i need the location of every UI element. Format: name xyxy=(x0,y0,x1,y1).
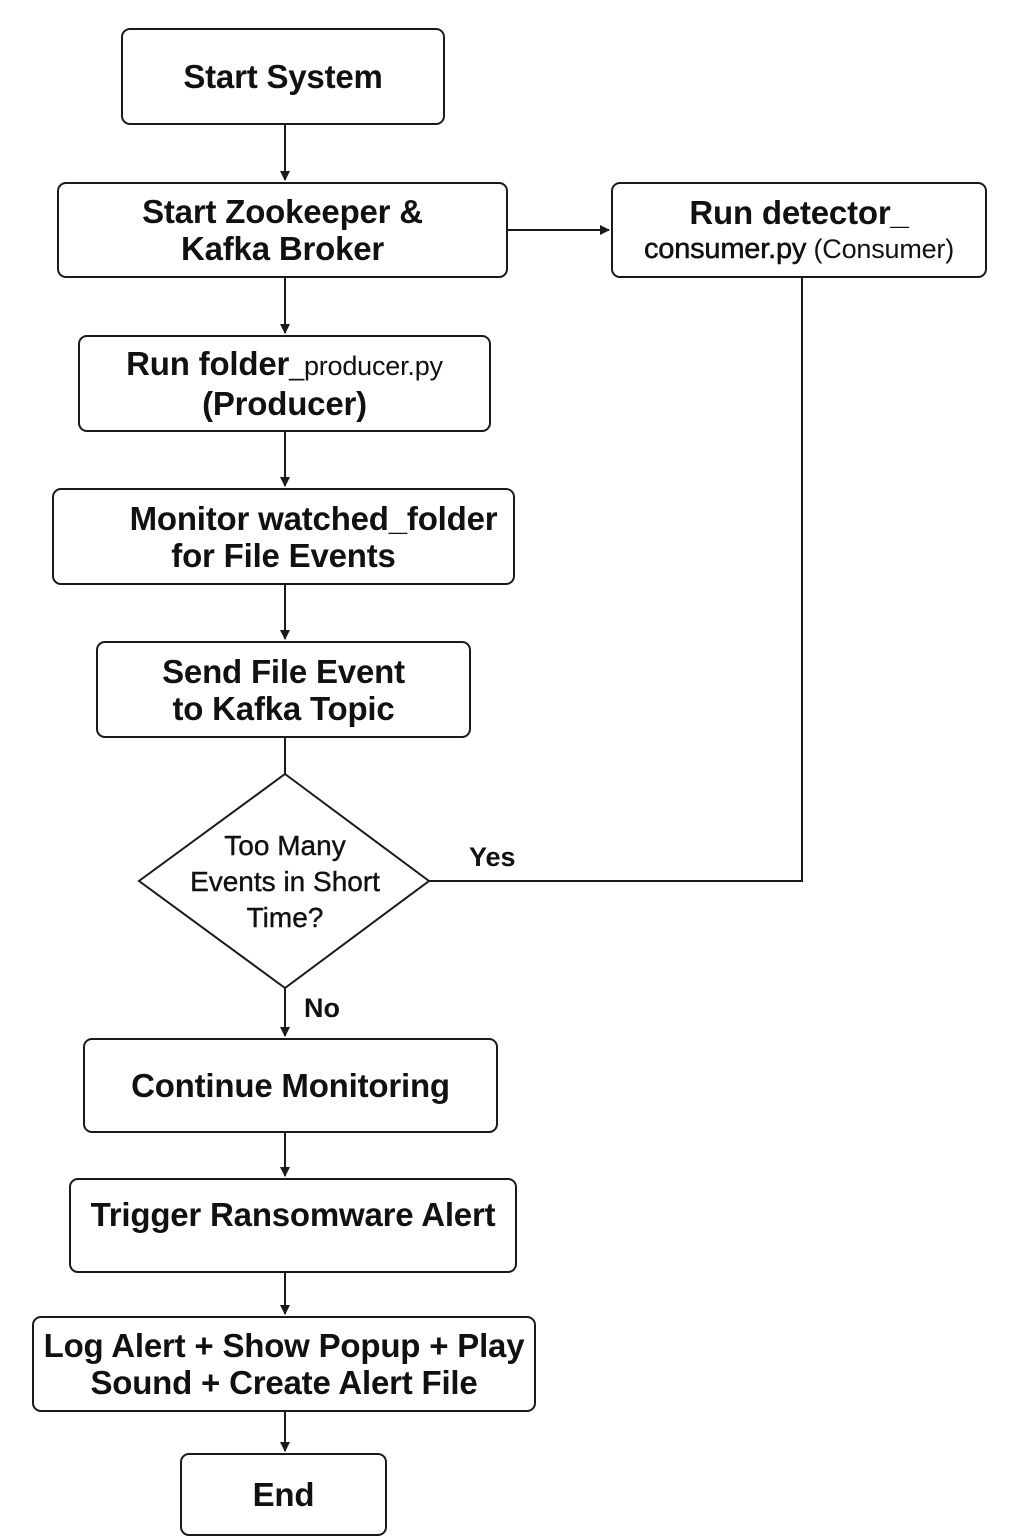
node-label: End xyxy=(252,1476,315,1513)
monitor-folder-node: Monitor watched_folder for File Events xyxy=(52,488,515,585)
run-producer-node: Run folder_producer.py (Producer) xyxy=(78,335,491,432)
send-event-node: Send File Event to Kafka Topic xyxy=(96,641,471,738)
continue-monitoring-node: Continue Monitoring xyxy=(83,1038,498,1133)
node-label-line-1-main: Run folder xyxy=(126,345,290,382)
decision-label-line-3: Time? xyxy=(246,902,324,933)
node-label-line-2: Kafka Broker xyxy=(180,230,385,267)
node-label-line-1-extra: _producer.py xyxy=(289,351,443,381)
node-label: Continue Monitoring xyxy=(131,1067,450,1104)
trigger-alert-node: Trigger Ransomware Alert xyxy=(69,1178,517,1273)
node-label-line-1: Send File Event xyxy=(162,652,405,690)
decision-label-line-2: Events in Short xyxy=(190,866,380,897)
yes-branch-label: Yes xyxy=(469,842,516,872)
decision-label-line-1: Too Many xyxy=(224,830,346,861)
no-branch-label: No xyxy=(304,993,340,1023)
node-label-line-2-main: consumer.py xyxy=(643,232,807,265)
node-label-line-2-extra: (Consumer) xyxy=(806,233,955,264)
start-system-node: Start System xyxy=(121,28,445,125)
node-label: Trigger Ransomware Alert xyxy=(90,1196,496,1233)
line-yes-to-consumer xyxy=(429,278,803,882)
node-label-line-2: (Producer) xyxy=(202,385,367,422)
node-label-line-1: Run folder_producer.py xyxy=(126,345,443,385)
node-label-line-1: Start Zookeeper & xyxy=(142,193,423,230)
node-label-line-1: Run detector_ xyxy=(689,193,909,231)
run-consumer-node: Run detector_ consumer.py (Consumer) xyxy=(611,182,987,278)
node-label-line-1: Monitor watched_folder xyxy=(129,499,498,537)
alert-actions-node: Log Alert + Show Popup + Play Sound + Cr… xyxy=(32,1316,536,1412)
node-label-line-2: consumer.py (Consumer) xyxy=(643,231,955,267)
node-label-line-2: for File Events xyxy=(171,536,396,574)
node-label-line-2: Sound + Create Alert File xyxy=(90,1364,478,1401)
node-label-line-2: to Kafka Topic xyxy=(172,689,395,727)
end-node: End xyxy=(180,1453,387,1536)
node-label-line-1: Log Alert + Show Popup + Play xyxy=(43,1327,525,1364)
decision-label: Too Many Events in Short Time? xyxy=(160,828,410,936)
node-label: Start System xyxy=(183,58,383,95)
start-kafka-node: Start Zookeeper & Kafka Broker xyxy=(57,182,508,278)
